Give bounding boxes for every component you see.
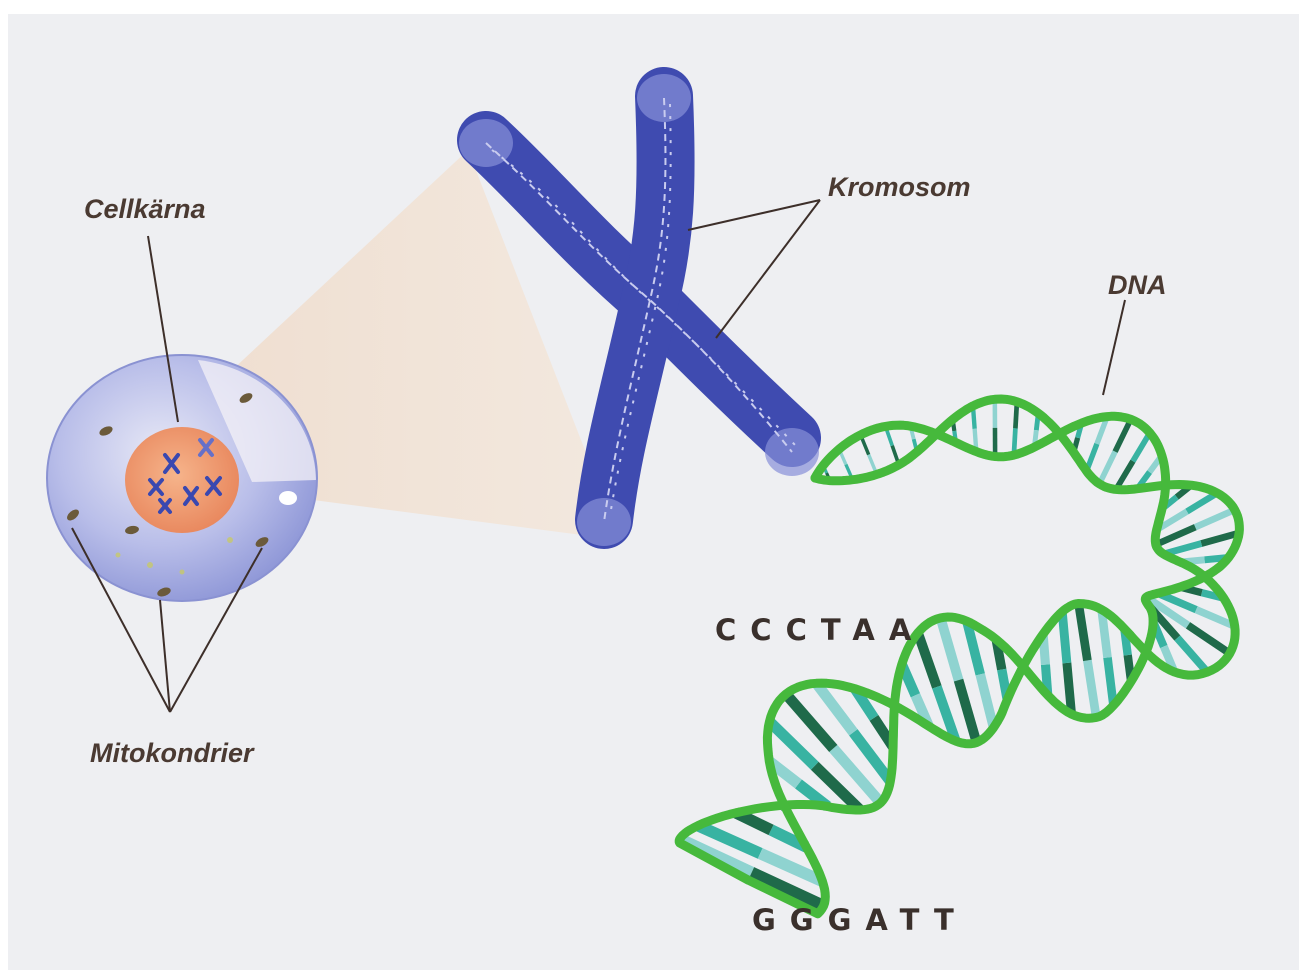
cell	[47, 355, 317, 601]
vesicle	[279, 491, 297, 505]
sequence-bottom: GGGATT	[752, 903, 968, 937]
chromosome-tip	[577, 498, 631, 546]
sequence-top: CCCTAA	[715, 613, 925, 647]
nucleus	[125, 427, 239, 533]
base-pair-rung	[1108, 658, 1114, 706]
base-pair-rung	[1067, 663, 1072, 714]
base-pair-rung	[1062, 612, 1067, 663]
nucleus-label: Cellkärna	[84, 194, 206, 224]
speck	[180, 570, 185, 575]
dna-label: DNA	[1108, 270, 1167, 300]
chromosome-label: Kromosom	[828, 172, 971, 202]
speck	[116, 553, 121, 558]
mitochondria-label: Mitokondrier	[90, 738, 255, 768]
speck	[227, 537, 233, 543]
speck	[147, 562, 153, 568]
